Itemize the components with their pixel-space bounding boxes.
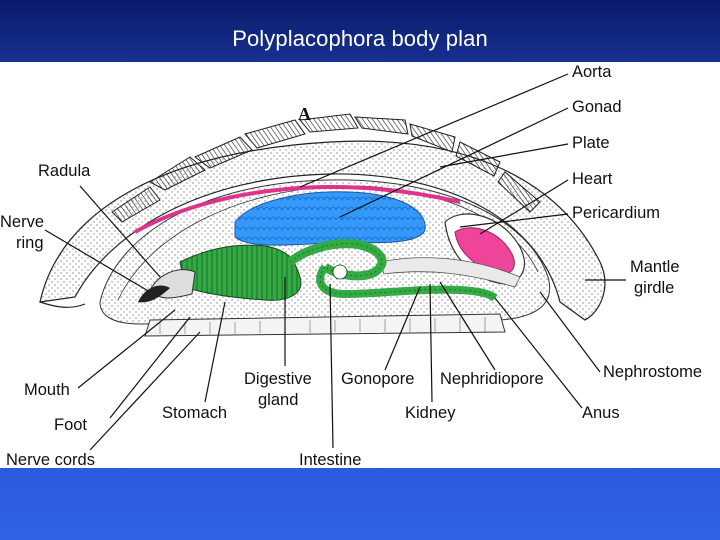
label-gonopore: Gonopore xyxy=(341,370,415,388)
label-nerve-ring-line2: ring xyxy=(16,234,44,252)
label-nephridiopore: Nephridiopore xyxy=(440,370,544,388)
slide-title: Polyplacophora body plan xyxy=(232,26,488,51)
chiton-diagram: A Aorta Gonad Plate Heart Pericardium Ma… xyxy=(0,62,720,468)
heart xyxy=(454,227,515,275)
label-radula: Radula xyxy=(38,162,91,180)
label-mantle-girdle-line2: girdle xyxy=(634,279,675,297)
label-plate: Plate xyxy=(572,134,610,152)
figure-letter: A xyxy=(298,104,311,124)
label-stomach: Stomach xyxy=(162,404,228,422)
aorta xyxy=(134,185,461,234)
label-gonad: Gonad xyxy=(572,98,622,116)
label-mouth: Mouth xyxy=(24,381,70,399)
label-mantle-girdle-line1: Mantle xyxy=(630,258,680,276)
digestive-tract xyxy=(179,239,498,302)
label-anus: Anus xyxy=(582,404,620,422)
label-aorta: Aorta xyxy=(572,63,612,81)
chiton-anatomy-drawing xyxy=(39,73,626,451)
kidney xyxy=(379,257,521,288)
shell-plates xyxy=(111,113,541,223)
label-digestive-gland-line2: gland xyxy=(258,391,299,409)
label-intestine: Intestine xyxy=(299,451,362,468)
label-nerve-cords: Nerve cords xyxy=(6,451,95,468)
label-digestive-gland-line1: Digestive xyxy=(244,370,312,388)
label-foot: Foot xyxy=(54,416,88,434)
label-nerve-ring-line1: Nerve xyxy=(0,213,45,231)
label-nephrostome: Nephrostome xyxy=(603,363,703,381)
label-kidney: Kidney xyxy=(405,404,456,422)
label-pericardium: Pericardium xyxy=(572,204,661,222)
leader-lines xyxy=(44,73,626,451)
label-heart: Heart xyxy=(572,170,613,188)
